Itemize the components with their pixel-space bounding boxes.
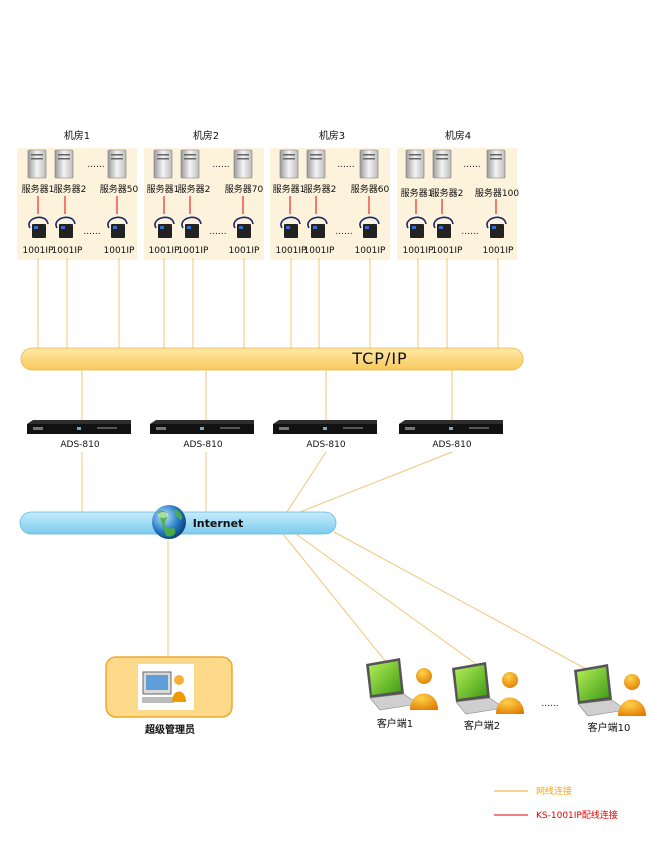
ip-module-icon bbox=[28, 216, 49, 238]
ip-label: 1001IP bbox=[229, 246, 261, 256]
ads-810-device-4 bbox=[399, 420, 503, 434]
ip-label: 1001IP bbox=[483, 246, 515, 256]
room-title: 机房3 bbox=[319, 129, 345, 142]
client-10 bbox=[574, 664, 646, 717]
ip-module-icon bbox=[359, 216, 380, 238]
ads-810-device-1 bbox=[27, 420, 131, 434]
room-1: 机房1 ...... 服务器1 服务器2 服务器50 bbox=[17, 129, 138, 260]
admin-computer-icon bbox=[138, 664, 194, 710]
legend-net-label: 网线连接 bbox=[536, 785, 572, 797]
server-label: 服务器1 bbox=[401, 187, 434, 199]
server-label: 服务器2 bbox=[431, 187, 464, 199]
laptop-user-icon bbox=[366, 658, 438, 711]
server-icon bbox=[54, 149, 74, 179]
internet-to-client-links bbox=[167, 531, 589, 671]
client-2 bbox=[452, 662, 524, 715]
ip-module-icon bbox=[181, 216, 202, 238]
room-3: 机房3 ...... 服务器1 服务器2 服务器60 bbox=[270, 129, 390, 260]
dots: ...... bbox=[83, 227, 100, 237]
ip-module-icon bbox=[107, 216, 128, 238]
server-label: 服务器60 bbox=[351, 183, 390, 195]
dots: ...... bbox=[335, 227, 352, 237]
server-label: 服务器2 bbox=[304, 183, 337, 195]
client-label: 客户端10 bbox=[588, 721, 631, 734]
server-icon bbox=[180, 149, 200, 179]
client-label: 客户端2 bbox=[464, 719, 500, 732]
server-label: 服务器1 bbox=[273, 183, 306, 195]
server-label: 服务器1 bbox=[147, 183, 180, 195]
internet-label: Internet bbox=[193, 517, 244, 530]
server-icon bbox=[432, 149, 452, 179]
ip-module-icon bbox=[233, 216, 254, 238]
server-icon bbox=[306, 149, 326, 179]
ads-label: ADS-810 bbox=[306, 440, 345, 450]
room-to-bus-links bbox=[37, 258, 499, 348]
client-label: 客户端1 bbox=[377, 717, 413, 730]
ip-label: 1001IP bbox=[104, 246, 136, 256]
server-icon bbox=[359, 149, 379, 179]
server-icon bbox=[107, 149, 127, 179]
laptop-user-icon bbox=[574, 664, 646, 717]
ads-810-device-2 bbox=[150, 420, 254, 434]
ip-label: 1001IP bbox=[432, 246, 464, 256]
ads-label: ADS-810 bbox=[183, 440, 222, 450]
server-label: 服务器1 bbox=[22, 183, 55, 195]
server-label: 服务器70 bbox=[225, 183, 264, 195]
laptop-user-icon bbox=[452, 662, 524, 715]
admin-label: 超级管理员 bbox=[144, 723, 195, 736]
super-admin: 超级管理员 bbox=[105, 656, 233, 736]
ip-module-icon bbox=[154, 216, 175, 238]
dots: ...... bbox=[212, 160, 229, 170]
ads-label: ADS-810 bbox=[432, 440, 471, 450]
legend: 网线连接 KS-1001IP配线连接 bbox=[494, 785, 618, 821]
ip-label: 1001IP bbox=[149, 246, 181, 256]
dots: ...... bbox=[87, 160, 104, 170]
ip-label: 1001IP bbox=[52, 246, 84, 256]
ip-label: 1001IP bbox=[23, 246, 55, 256]
server-label: 服务器50 bbox=[100, 183, 139, 195]
server-icon bbox=[486, 149, 506, 179]
server-icon bbox=[405, 149, 425, 179]
bus-to-ads-links bbox=[81, 370, 453, 420]
ip-module-icon bbox=[280, 216, 301, 238]
room-title: 机房4 bbox=[445, 129, 471, 142]
dots: ...... bbox=[541, 699, 558, 709]
ip-label: 1001IP bbox=[276, 246, 308, 256]
ip-module-icon bbox=[486, 216, 507, 238]
tcp-ip-bus: TCP/IP bbox=[20, 347, 524, 371]
room-title: 机房1 bbox=[64, 129, 90, 142]
room-2: 机房2 ...... 服务器1 服务器2 服务器70 bbox=[144, 129, 264, 260]
ip-module-icon bbox=[55, 216, 76, 238]
ads-810-device-3 bbox=[273, 420, 377, 434]
room-title: 机房2 bbox=[193, 129, 219, 142]
dots: ...... bbox=[337, 160, 354, 170]
server-label: 服务器2 bbox=[178, 183, 211, 195]
tcp-ip-label: TCP/IP bbox=[351, 349, 407, 368]
ip-module-icon bbox=[433, 216, 454, 238]
globe-icon bbox=[152, 505, 186, 539]
ip-module-icon bbox=[307, 216, 328, 238]
server-icon bbox=[233, 149, 253, 179]
ip-label: 1001IP bbox=[355, 246, 387, 256]
ads-to-internet-links bbox=[81, 451, 453, 513]
server-icon bbox=[27, 149, 47, 179]
ip-label: 1001IP bbox=[178, 246, 210, 256]
legend-ks-label: KS-1001IP配线连接 bbox=[536, 809, 618, 821]
dots: ...... bbox=[461, 227, 478, 237]
server-icon bbox=[153, 149, 173, 179]
server-label: 服务器100 bbox=[475, 187, 519, 199]
room-4: 机房4 ...... 服务器1 服务器2 服务器100 bbox=[397, 129, 519, 260]
client-1 bbox=[366, 658, 438, 711]
ip-label: 1001IP bbox=[304, 246, 336, 256]
server-label: 服务器2 bbox=[54, 183, 87, 195]
ads-label: ADS-810 bbox=[60, 440, 99, 450]
ip-label: 1001IP bbox=[403, 246, 435, 256]
dots: ...... bbox=[463, 160, 480, 170]
server-icon bbox=[279, 149, 299, 179]
dots: ...... bbox=[209, 227, 226, 237]
ip-module-icon bbox=[406, 216, 427, 238]
